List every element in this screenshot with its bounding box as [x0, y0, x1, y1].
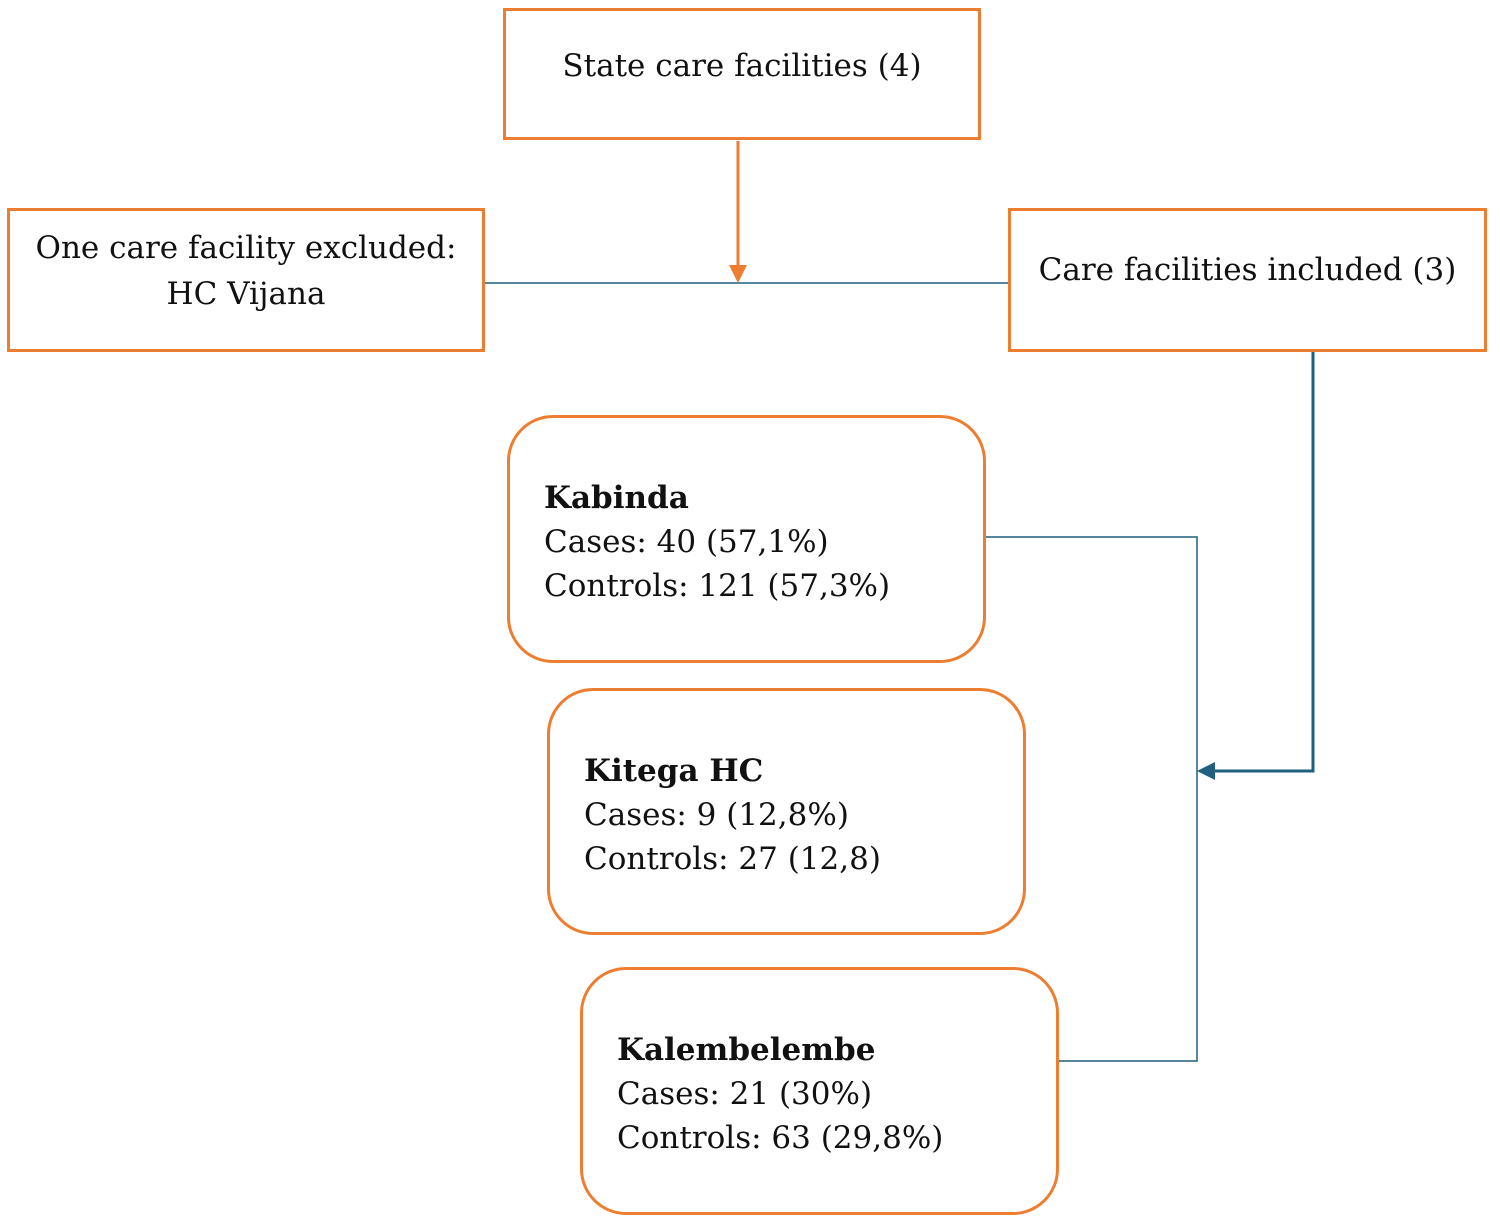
- site-cases: Cases: 21 (30%): [617, 1076, 873, 1112]
- site-cases: Cases: 9 (12,8%): [584, 797, 849, 833]
- state-facilities-box: State care facilities (4): [503, 8, 981, 140]
- site-name: Kitega HC: [584, 753, 764, 789]
- state-facilities-label: State care facilities (4): [562, 48, 922, 84]
- included-to-sites-connector: [1214, 352, 1315, 773]
- site-name: Kabinda: [544, 480, 689, 516]
- site-name: Kalembelembe: [617, 1032, 876, 1068]
- site-box-kalembelembe: Kalembelembe Cases: 21 (30%) Controls: 6…: [580, 967, 1059, 1215]
- included-facilities-box: Care facilities included (3): [1008, 208, 1487, 352]
- excluded-facility-box: One care facility excluded: HC Vijana: [7, 208, 485, 352]
- site-box-kabinda: Kabinda Cases: 40 (57,1%) Controls: 121 …: [507, 415, 986, 663]
- site-controls: Controls: 121 (57,3%): [544, 568, 891, 604]
- sites-arrowhead-icon: [1197, 762, 1215, 780]
- excluded-facility-line2: HC Vijana: [166, 276, 326, 312]
- site-cases: Cases: 40 (57,1%): [544, 524, 829, 560]
- site-details: Kabinda Cases: 40 (57,1%) Controls: 121 …: [544, 476, 890, 608]
- site-details: Kitega HC Cases: 9 (12,8%) Controls: 27 …: [584, 749, 881, 881]
- site-controls: Controls: 27 (12,8): [584, 841, 881, 877]
- excluded-facility-line1: One care facility excluded:: [35, 230, 457, 266]
- included-facilities-label: Care facilities included (3): [1038, 252, 1457, 288]
- site-controls: Controls: 63 (29,8%): [617, 1120, 944, 1156]
- state-down-arrowhead-icon: [729, 265, 747, 283]
- site-box-kitega-hc: Kitega HC Cases: 9 (12,8%) Controls: 27 …: [547, 688, 1026, 935]
- excluded-facility-text: One care facility excluded: HC Vijana: [36, 225, 457, 349]
- site-details: Kalembelembe Cases: 21 (30%) Controls: 6…: [617, 1028, 943, 1160]
